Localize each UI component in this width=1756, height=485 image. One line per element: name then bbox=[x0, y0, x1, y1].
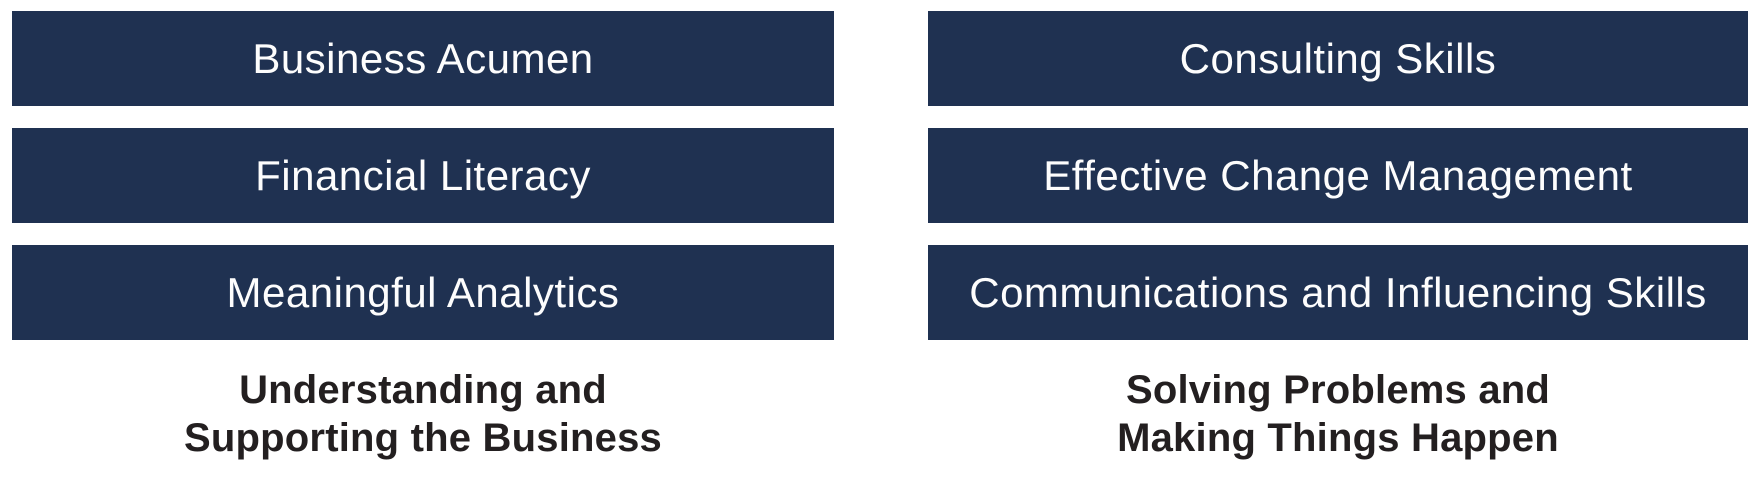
skill-bar-label: Financial Literacy bbox=[255, 151, 591, 199]
column-caption-solving-problems: Solving Problems and Making Things Happe… bbox=[928, 366, 1748, 462]
skill-bar-communications-influencing: Communications and Influencing Skills bbox=[928, 245, 1748, 340]
skill-bar-label: Communications and Influencing Skills bbox=[969, 268, 1707, 316]
column-solving-problems: Consulting Skills Effective Change Manag… bbox=[928, 11, 1748, 462]
caption-line-1: Understanding and bbox=[239, 368, 607, 412]
skill-bar-label: Business Acumen bbox=[252, 34, 594, 82]
column-understanding-business: Business Acumen Financial Literacy Meani… bbox=[12, 11, 834, 462]
skill-bar-meaningful-analytics: Meaningful Analytics bbox=[12, 245, 834, 340]
caption-line-1: Solving Problems and bbox=[1125, 368, 1551, 412]
skill-bar-business-acumen: Business Acumen bbox=[12, 11, 834, 106]
skill-bar-label: Effective Change Management bbox=[1043, 151, 1633, 199]
column-caption-understanding-business: Understanding and Supporting the Busines… bbox=[12, 366, 834, 462]
skill-bar-label: Meaningful Analytics bbox=[226, 268, 620, 316]
skill-bar-label: Consulting Skills bbox=[1179, 34, 1497, 82]
skill-bar-financial-literacy: Financial Literacy bbox=[12, 128, 834, 223]
skill-bar-consulting-skills: Consulting Skills bbox=[928, 11, 1748, 106]
skill-bar-effective-change-management: Effective Change Management bbox=[928, 128, 1748, 223]
caption-line-2: Making Things Happen bbox=[1117, 416, 1559, 460]
caption-line-2: Supporting the Business bbox=[184, 416, 662, 460]
